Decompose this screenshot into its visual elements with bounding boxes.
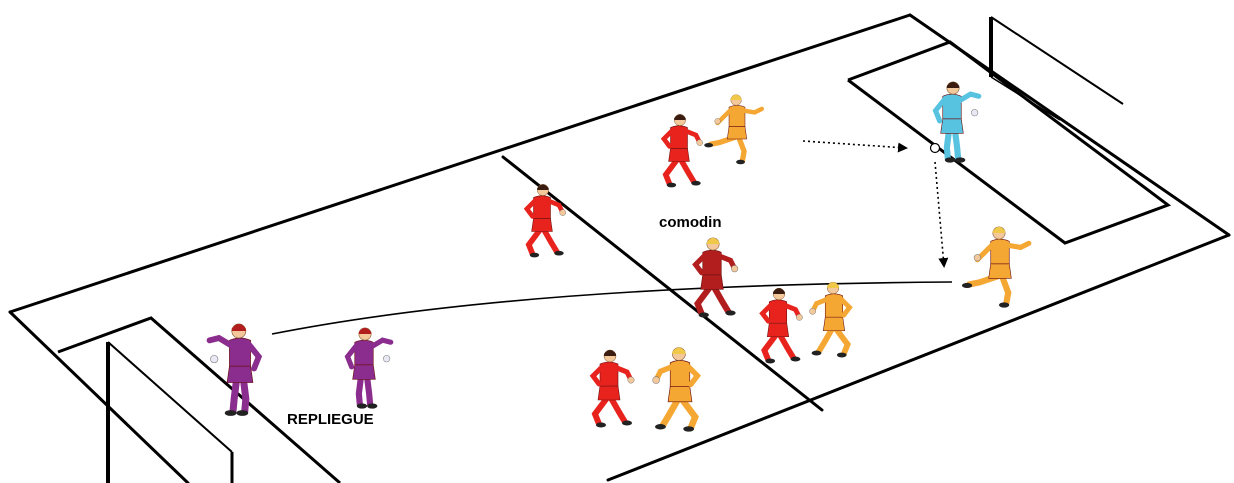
left-goal-area — [57, 316, 341, 483]
player-running-icon — [523, 184, 566, 258]
right-goal-area — [847, 40, 1172, 245]
ball-icon — [929, 142, 941, 154]
player-running-icon — [704, 94, 765, 165]
goalkeeper-icon — [932, 81, 982, 163]
left-goal-net-top — [107, 341, 233, 453]
player-running-icon — [589, 349, 635, 428]
left-goal — [106, 341, 234, 483]
right-goal-net-top — [990, 16, 1124, 105]
comodin-label: comodin — [659, 214, 722, 231]
pass-arrow-to-goalkeeper — [802, 140, 908, 153]
right-goal-box — [847, 40, 1172, 245]
goalkeeper-icon — [206, 323, 263, 416]
repliegue-label: REPLIEGUE — [287, 411, 374, 428]
right-goal — [989, 16, 1124, 121]
player-running-icon — [759, 287, 803, 364]
right-goal-net-bottom — [990, 76, 1061, 121]
field-left-endline — [8, 310, 190, 483]
left-goal-box — [57, 316, 341, 483]
player-running-icon — [809, 281, 853, 358]
player-running-icon — [692, 237, 739, 318]
pass-arrow-to-winger — [934, 161, 949, 268]
players-layer — [206, 81, 1032, 432]
player-running-icon — [660, 114, 703, 188]
goalkeeper-icon — [344, 327, 394, 409]
field-top-sideline — [8, 13, 912, 314]
player-kicking-icon — [961, 226, 1032, 308]
field-bottom-sideline — [606, 233, 1231, 482]
player-running-icon — [652, 347, 701, 432]
midfield-line — [501, 155, 824, 412]
